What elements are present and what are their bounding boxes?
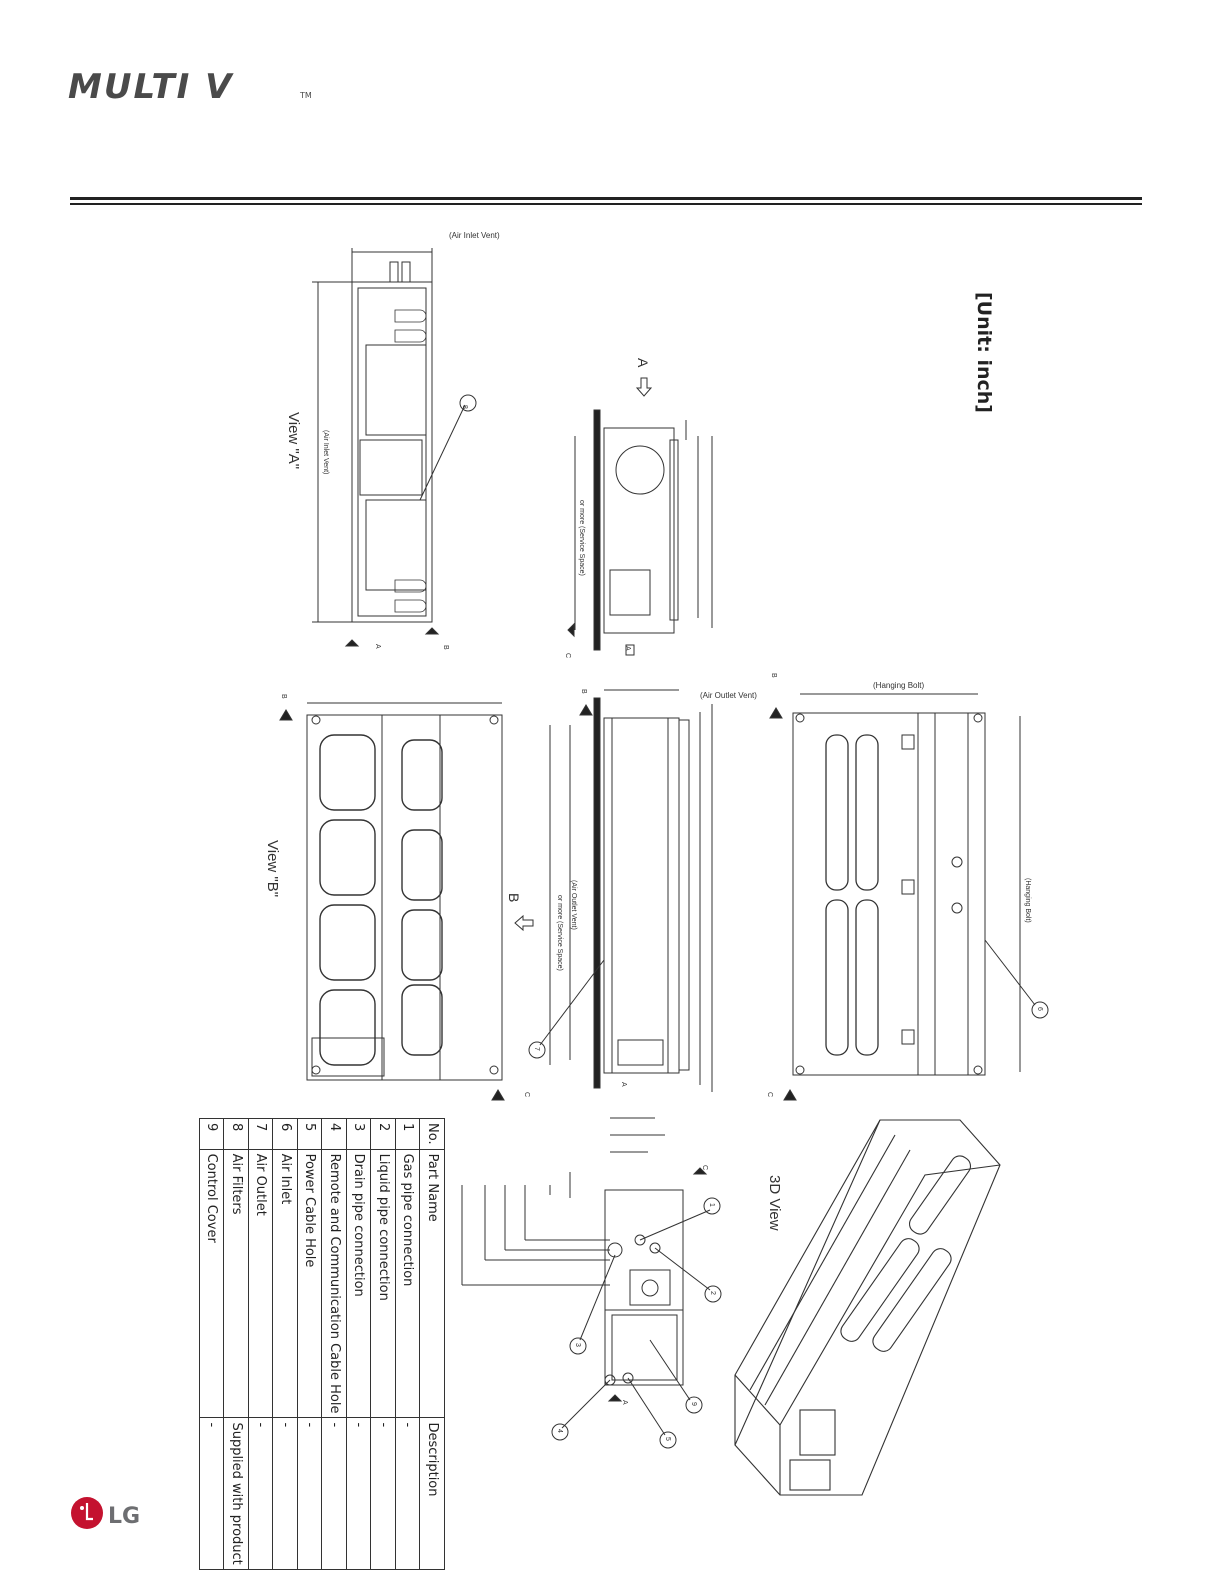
marker-a-view-a: A (374, 644, 381, 649)
row-name: Control Cover (199, 1149, 224, 1418)
air-outlet-vent-label: (Air Outlet Vent) (700, 691, 757, 700)
row-name: Air Filters (224, 1149, 249, 1418)
row-description: - (371, 1417, 396, 1570)
row-name: Gas pipe connection (395, 1149, 420, 1418)
header-part-name: Part Name (420, 1149, 445, 1418)
row-name: Power Cable Hole (297, 1149, 322, 1418)
hanging-bolt-label-top: (Hanging Bolt) (873, 681, 924, 690)
callout-9: 9 (690, 1402, 697, 1406)
air-inlet-vent-label-top: (Air Inlet Vent) (449, 231, 500, 240)
header-rule-bottom (70, 203, 1142, 205)
row-description: - (273, 1417, 298, 1570)
top-plan-drawing (769, 693, 1049, 1101)
row-name: Air Outlet (248, 1149, 273, 1418)
view-b-title: View "B" (264, 840, 281, 897)
callout-2: 2 (709, 1291, 716, 1295)
row-description: - (248, 1417, 273, 1570)
unit-label: [Unit: inch] (973, 292, 995, 413)
view-a-drawing (312, 248, 477, 647)
logo-trademark: TM (299, 91, 312, 100)
row-no: 1 (395, 1118, 420, 1150)
row-name: Liquid pipe connection (371, 1149, 396, 1418)
air-outlet-vent-label-side: (Air Outlet Vent) (570, 880, 577, 930)
view-b-drawing (279, 702, 505, 1101)
callout-7: 7 (533, 1047, 540, 1051)
lg-logo: LG (70, 1495, 150, 1535)
row-description: - (199, 1417, 224, 1570)
row-description: - (395, 1417, 420, 1570)
row-name: Drain pipe connection (346, 1149, 371, 1418)
row-name: Remote and Communication Cable Hole (322, 1149, 347, 1418)
front-elevation-drawing (514, 689, 713, 1092)
callout-3: 3 (574, 1343, 581, 1347)
callout-8: 8 (461, 405, 468, 409)
marker-c-plan: C (766, 1092, 773, 1097)
row-no: 8 (224, 1118, 249, 1150)
row-description: - (322, 1417, 347, 1570)
row-no: 5 (297, 1118, 322, 1150)
service-space-label-lower: or more (Service Space) (556, 895, 563, 971)
callout-5: 5 (664, 1437, 671, 1441)
arrow-a-label: A (635, 358, 651, 368)
callout-6: 6 (1036, 1007, 1043, 1011)
marker-a-side: A (624, 646, 631, 651)
row-description: - (297, 1417, 322, 1570)
callout-4: 4 (556, 1429, 563, 1433)
header-no: No. (420, 1118, 445, 1150)
view-3d-title: 3D View (766, 1175, 783, 1231)
header-description: Description (420, 1417, 445, 1570)
hanging-bolt-label-side: (Hanging Bolt) (1024, 878, 1031, 923)
view-a-title: View "A" (285, 412, 302, 469)
marker-b-view-b: B (280, 694, 287, 699)
logo-text: MULTI V (68, 67, 234, 106)
row-no: 6 (273, 1118, 298, 1150)
header-rule-top (70, 197, 1142, 200)
drawing-annotations: (Air Inlet Vent) (Air Outlet Vent) (Hang… (264, 231, 1043, 1441)
row-no: 9 (199, 1118, 224, 1150)
marker-c-view-b: C (523, 1092, 530, 1097)
side-elevation-drawing (567, 377, 713, 656)
3d-view-drawing (734, 1119, 1001, 1496)
marker-c-side: C (564, 653, 571, 658)
row-no: 7 (248, 1118, 273, 1150)
marker-a-front: A (620, 1082, 627, 1087)
row-no: 3 (346, 1118, 371, 1150)
arrow-b-label: B (506, 893, 522, 902)
multi-v-logo: MULTI V TM (68, 66, 338, 107)
row-no: 4 (322, 1118, 347, 1150)
marker-b-front: B (580, 689, 587, 694)
row-description: - (346, 1417, 371, 1570)
lg-logo-text: LG (108, 1504, 140, 1529)
row-no: 2 (371, 1118, 396, 1150)
marker-b-view-a: B (442, 645, 449, 650)
callout-1: 1 (708, 1203, 715, 1207)
row-description: Supplied with product (224, 1417, 249, 1570)
side-pipe-drawing (461, 1117, 722, 1449)
air-inlet-vent-label-side: (Air Inlet Vent) (322, 430, 329, 474)
service-space-label-upper: or more (Service Space) (578, 500, 585, 576)
marker-b-plan: B (770, 673, 777, 678)
marker-a-pipe: A (621, 1400, 628, 1405)
parts-table-header: No. Part Name Description (420, 1118, 445, 1570)
row-name: Air Inlet (273, 1149, 298, 1418)
marker-c-pipe: C (701, 1165, 708, 1170)
